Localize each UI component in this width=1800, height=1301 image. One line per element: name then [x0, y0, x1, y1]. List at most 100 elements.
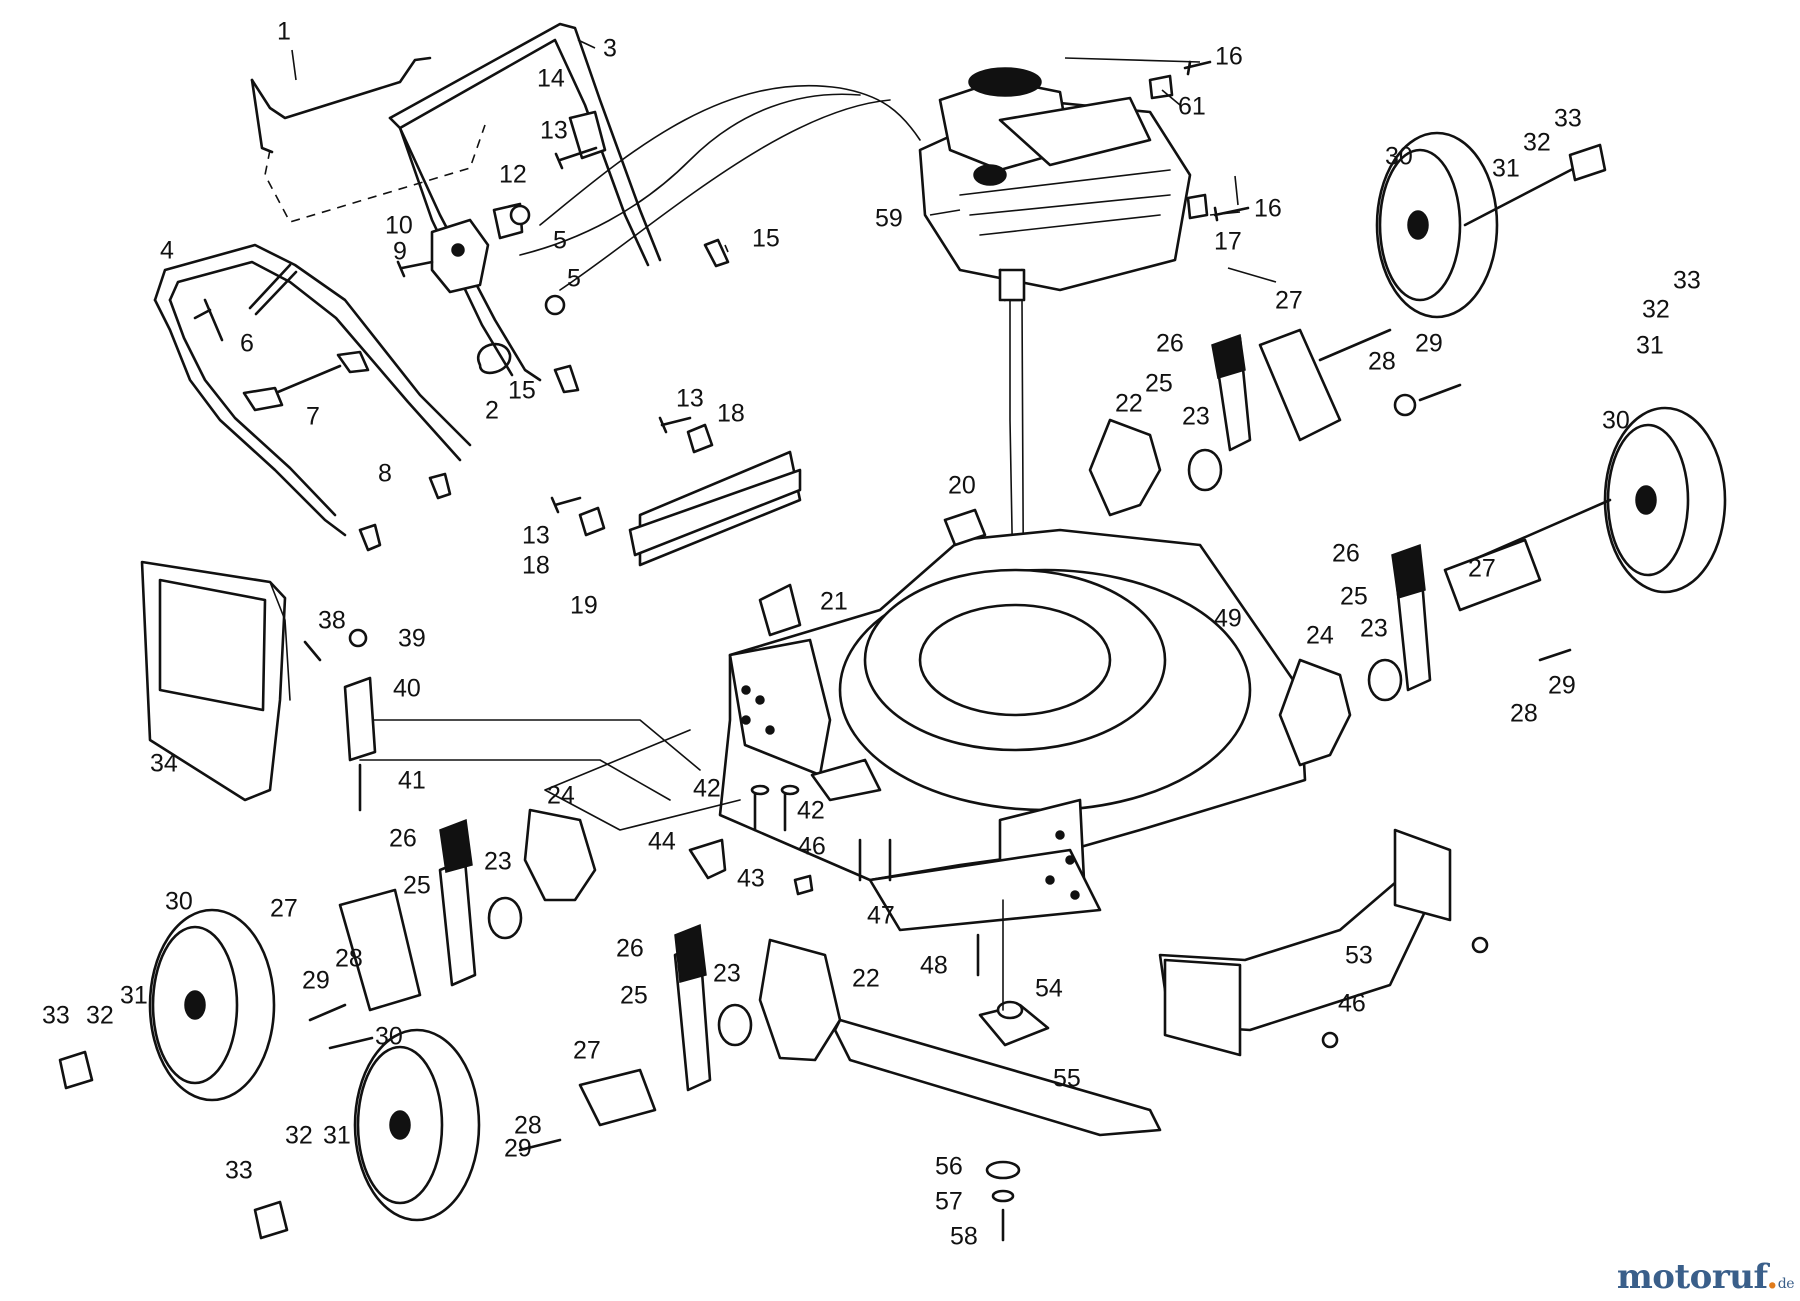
callout-12: 12 [499, 161, 527, 189]
wheel-rear-left [58, 908, 276, 1102]
callout-31b: 31 [1636, 332, 1664, 360]
callout-16a: 16 [1215, 43, 1243, 71]
callout-29a: 29 [1415, 330, 1443, 358]
mower-deck [359, 416, 1307, 977]
callout-labels: 1 2 3 4 5 5 6 7 8 9 10 12 13 13 13 14 15… [42, 18, 1701, 1251]
callout-56: 56 [935, 1153, 963, 1181]
callout-41: 41 [398, 767, 426, 795]
callout-30a: 30 [1385, 143, 1413, 171]
callout-27c: 27 [270, 895, 298, 923]
callout-5b: 5 [567, 265, 581, 293]
callout-28b: 28 [1510, 700, 1538, 728]
callout-7: 7 [306, 403, 320, 431]
callout-22a: 22 [1115, 390, 1143, 418]
callout-24a: 24 [1306, 622, 1334, 650]
callout-4: 4 [160, 237, 174, 265]
callout-23a: 23 [1182, 403, 1210, 431]
callout-29d: 29 [504, 1135, 532, 1163]
callout-23c: 23 [484, 848, 512, 876]
callout-33b: 33 [1673, 267, 1701, 295]
callout-19: 19 [570, 592, 598, 620]
callout-13a: 13 [540, 117, 568, 145]
callout-32c: 32 [86, 1002, 114, 1030]
callout-31d: 31 [323, 1122, 351, 1150]
callout-3: 3 [603, 35, 617, 63]
watermark-main: motoruf [1616, 1257, 1767, 1297]
callout-30b: 30 [1602, 407, 1630, 435]
callout-23b: 23 [1360, 615, 1388, 643]
callout-58: 58 [950, 1223, 978, 1251]
wheel-rear-right [1375, 131, 1607, 319]
callout-29c: 29 [302, 967, 330, 995]
wheel-front-right [1443, 406, 1727, 612]
callout-9: 9 [393, 238, 407, 266]
leader-lines [291, 39, 1277, 283]
callout-29b: 29 [1548, 672, 1576, 700]
callout-8: 8 [378, 460, 392, 488]
callout-10: 10 [385, 212, 413, 240]
callout-47: 47 [867, 902, 895, 930]
callout-27b: 27 [1468, 555, 1496, 583]
callout-30c: 30 [165, 888, 193, 916]
callout-17: 17 [1214, 228, 1242, 256]
callout-13b: 13 [676, 385, 704, 413]
grass-bag-frame [140, 560, 377, 812]
rear-skirt [1158, 828, 1489, 1057]
callout-32d: 32 [285, 1122, 313, 1150]
callout-31a: 31 [1492, 155, 1520, 183]
callout-38: 38 [318, 607, 346, 635]
callout-28d: 28 [514, 1112, 542, 1140]
callout-28c: 28 [335, 945, 363, 973]
callout-40: 40 [393, 675, 421, 703]
callout-27d: 27 [573, 1037, 601, 1065]
watermark-dot: . [1766, 1257, 1778, 1297]
callout-33d: 33 [225, 1157, 253, 1185]
callout-18b: 18 [522, 552, 550, 580]
callout-54: 54 [1035, 975, 1063, 1003]
callout-15b: 15 [508, 377, 536, 405]
callout-26b: 26 [1332, 540, 1360, 568]
callout-31c: 31 [120, 982, 148, 1010]
callout-32a: 32 [1523, 129, 1551, 157]
watermark-tld: de [1777, 1276, 1795, 1292]
height-adjuster-right-rear [1088, 328, 1462, 517]
callout-49: 49 [1214, 605, 1242, 633]
callout-32b: 32 [1642, 296, 1670, 324]
height-adjuster-left-rear [308, 808, 597, 1050]
callout-18a: 18 [717, 400, 745, 428]
callout-14: 14 [537, 65, 565, 93]
callout-27a: 27 [1275, 287, 1303, 315]
callout-16b: 16 [1254, 195, 1282, 223]
callout-13c: 13 [522, 522, 550, 550]
callout-42a: 42 [693, 775, 721, 803]
callout-53: 53 [1345, 942, 1373, 970]
engine-assembly [918, 60, 1250, 761]
callout-22b: 22 [852, 965, 880, 993]
callout-33c: 33 [42, 1002, 70, 1030]
callout-21: 21 [820, 588, 848, 616]
callout-34: 34 [150, 750, 178, 778]
height-adjuster-right-front [1278, 543, 1572, 767]
callout-26d: 26 [616, 935, 644, 963]
wheel-front-left [253, 1028, 481, 1240]
callout-30d: 30 [375, 1023, 403, 1051]
callout-44: 44 [648, 828, 676, 856]
callout-24b: 24 [547, 782, 575, 810]
callout-25a: 25 [1145, 370, 1173, 398]
callout-1: 1 [277, 18, 291, 46]
callout-26a: 26 [1156, 330, 1184, 358]
callout-23d: 23 [713, 960, 741, 988]
callout-43: 43 [737, 865, 765, 893]
callout-28a: 28 [1368, 348, 1396, 376]
callout-33a: 33 [1554, 105, 1582, 133]
callout-2: 2 [485, 397, 499, 425]
callout-20: 20 [948, 472, 976, 500]
callout-6: 6 [240, 330, 254, 358]
height-adjuster-left-front [518, 923, 842, 1152]
callout-55: 55 [1053, 1065, 1081, 1093]
callout-25b: 25 [1340, 583, 1368, 611]
callout-25d: 25 [620, 982, 648, 1010]
callout-5a: 5 [553, 227, 567, 255]
